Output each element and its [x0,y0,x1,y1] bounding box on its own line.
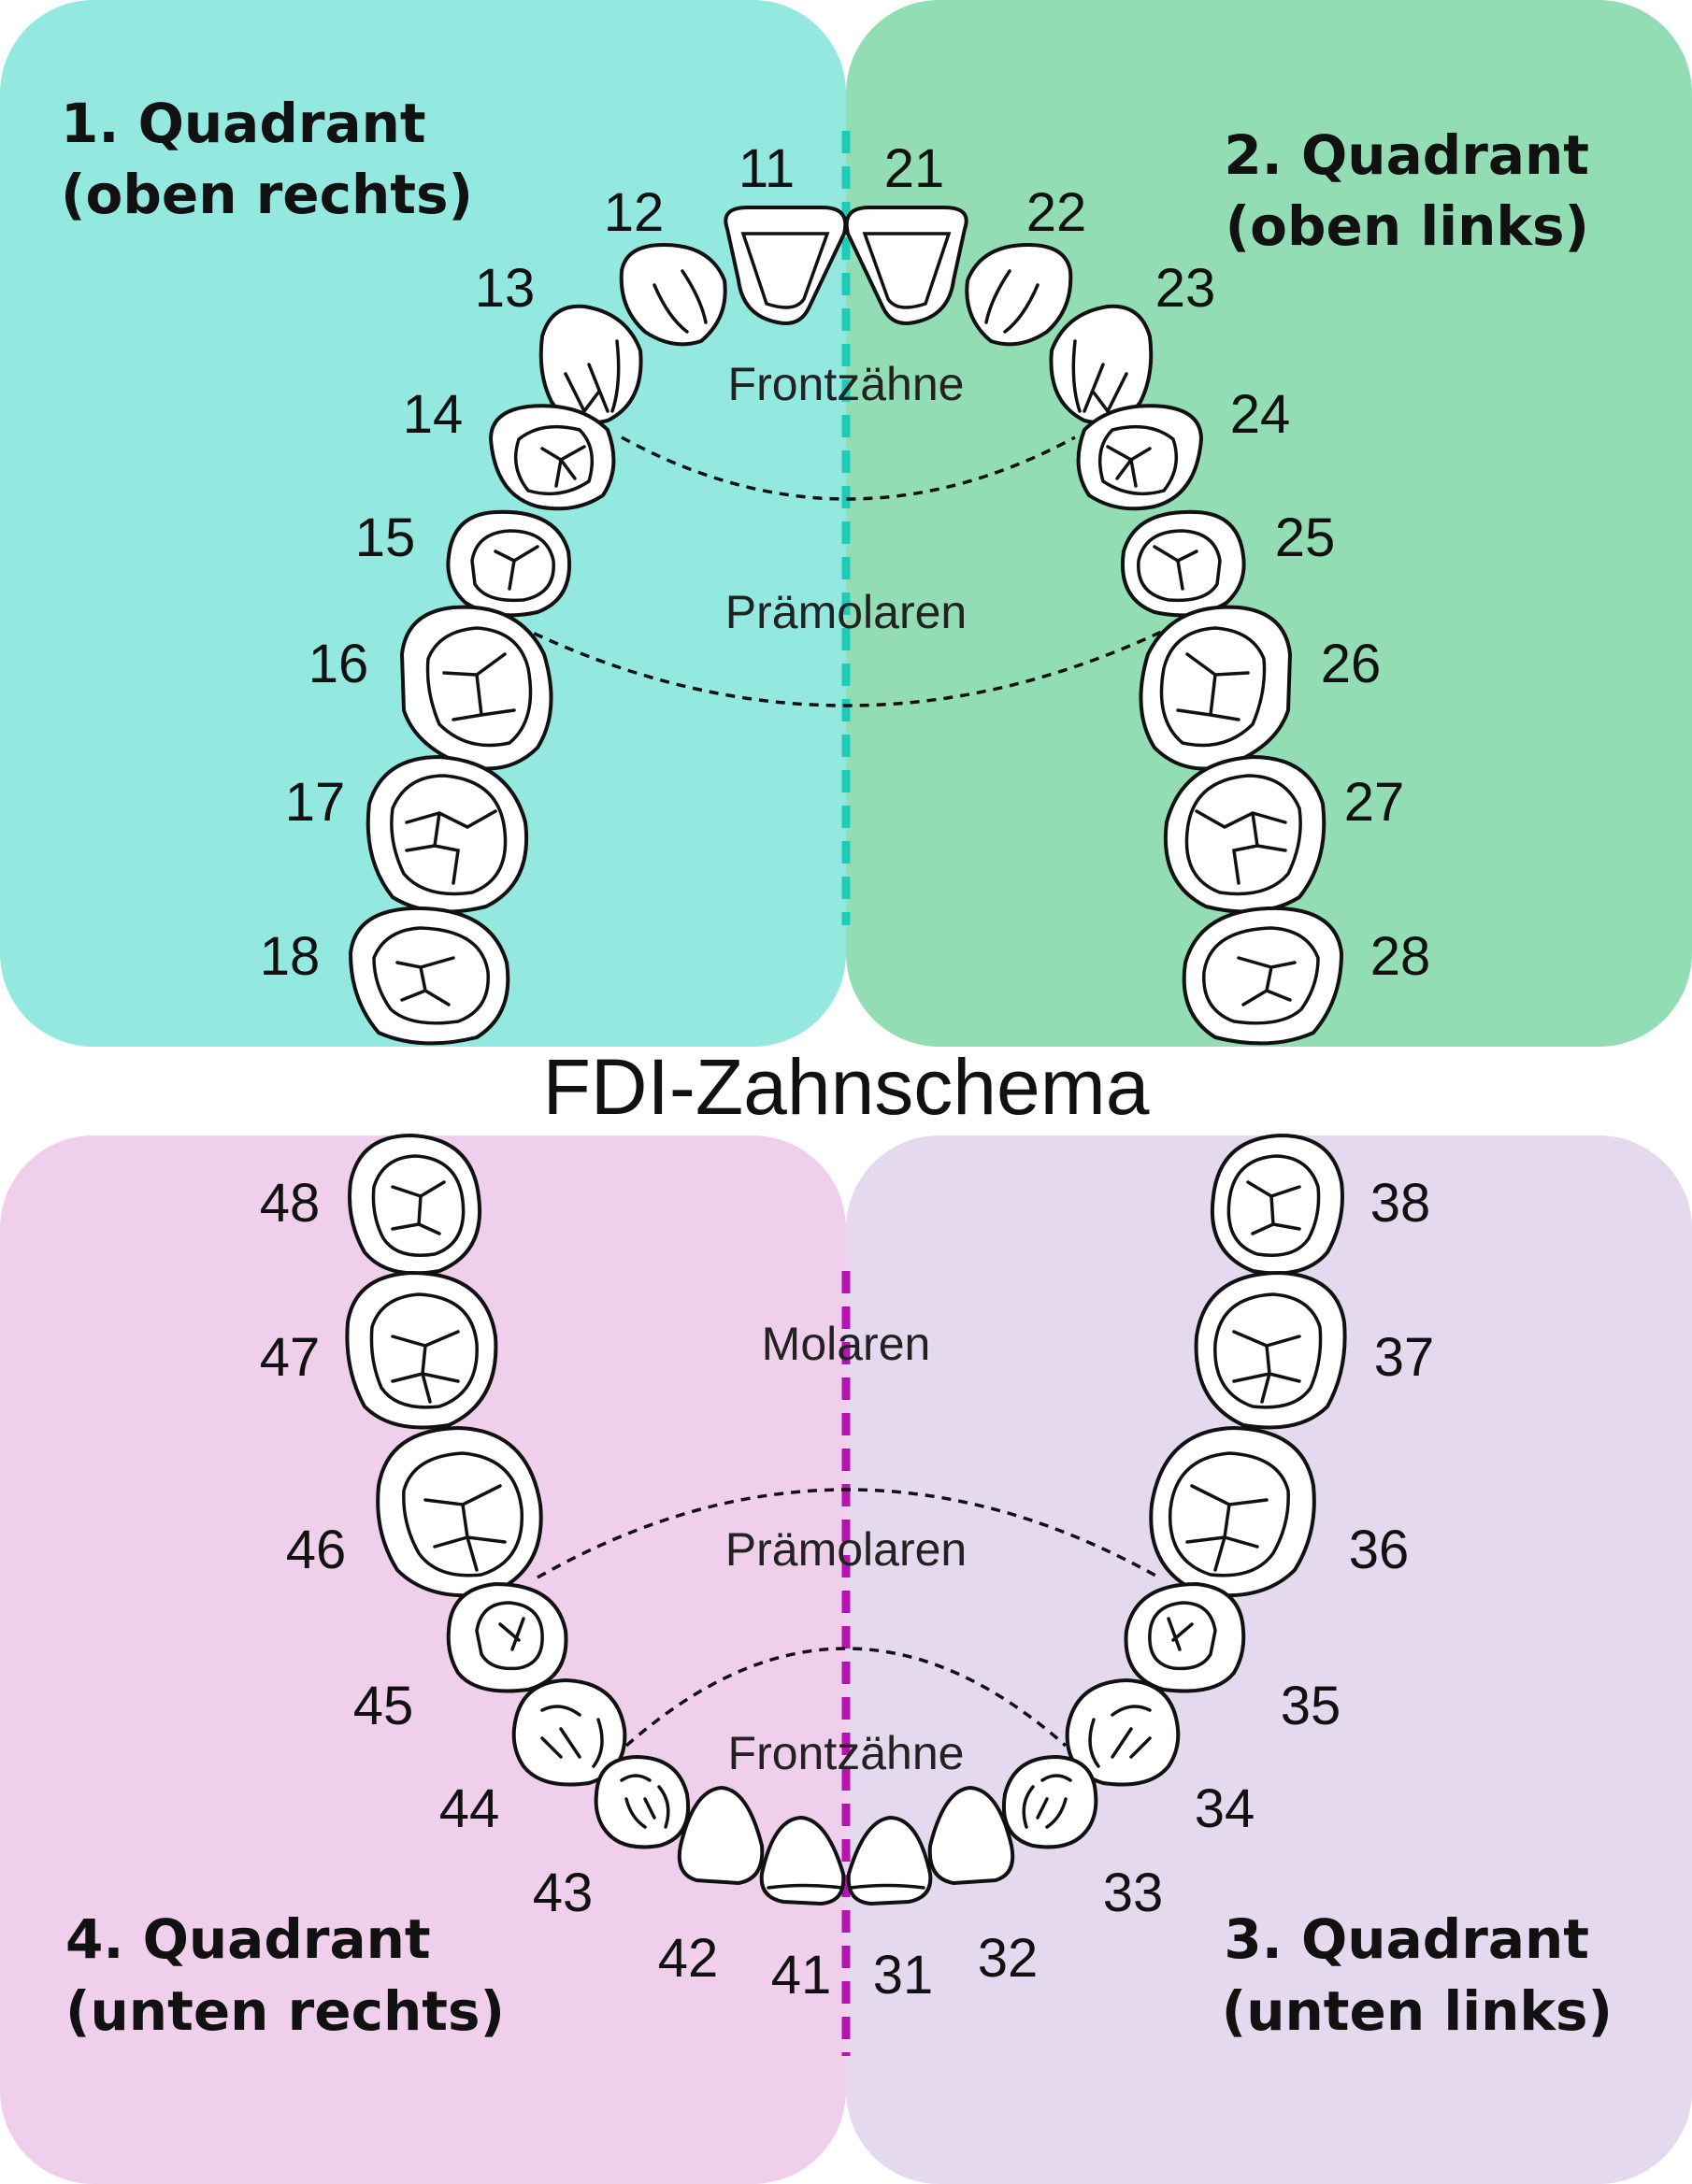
lower-frontzaehne-label: Frontzähne [728,1727,965,1779]
tooth-number-15: 15 [355,507,416,568]
tooth-number-45: 45 [353,1676,414,1736]
tooth-number-37: 37 [1374,1327,1435,1388]
tooth-number-12: 12 [604,182,665,243]
tooth-number-22: 22 [1026,182,1087,243]
tooth-number-17: 17 [285,772,346,833]
tooth-36 [1149,1425,1316,1598]
tooth-number-28: 28 [1370,926,1431,987]
tooth-number-34: 34 [1195,1778,1255,1839]
tooth-number-43: 43 [533,1863,594,1923]
tooth-number-13: 13 [475,258,536,319]
quadrant-3-panel [846,1135,1692,2184]
tooth-number-46: 46 [286,1520,347,1580]
quadrant-1-subtitle: (oben rechts) [61,163,473,226]
tooth-24 [1076,404,1204,511]
tooth-number-31: 31 [873,1945,934,2006]
tooth-number-35: 35 [1281,1676,1341,1736]
tooth-number-48: 48 [260,1173,321,1234]
tooth-number-25: 25 [1275,507,1336,568]
quadrant-3-subtitle: (unten links) [1222,1979,1613,2043]
quadrant-2-title: 2. Quadrant [1224,123,1589,187]
tooth-45 [446,1581,568,1693]
tooth-33 [1001,1754,1098,1849]
tooth-number-21: 21 [884,138,945,199]
quadrant-3-title: 3. Quadrant [1224,1907,1589,1971]
tooth-11 [724,206,848,325]
tooth-number-44: 44 [439,1778,500,1839]
tooth-31 [846,1815,933,1906]
upper-frontzaehne-label: Frontzähne [728,358,965,410]
main-title: FDI-Zahnschema [543,1043,1150,1131]
tooth-37 [1194,1270,1347,1430]
lower-molar-premolar-separator [537,1488,1160,1579]
lower-praemolaren-label: Prämolaren [725,1523,967,1576]
tooth-12 [619,242,727,347]
tooth-22 [965,242,1073,347]
tooth-25 [1121,509,1246,618]
tooth-number-42: 42 [658,1928,719,1989]
tooth-48 [348,1133,481,1276]
tooth-number-18: 18 [260,926,321,987]
tooth-number-26: 26 [1321,634,1382,694]
tooth-46 [376,1425,543,1598]
upper-praemolaren-label: Prämolaren [725,586,967,638]
tooth-number-36: 36 [1349,1520,1410,1580]
tooth-41 [759,1815,846,1906]
quadrant-4-subtitle: (unten rechts) [65,1979,505,2043]
tooth-number-27: 27 [1344,772,1405,833]
quadrant-1-title: 1. Quadrant [61,92,426,155]
tooth-38 [1211,1133,1344,1276]
quadrant-4-title: 4. Quadrant [65,1907,431,1971]
tooth-13 [538,304,643,425]
tooth-21 [844,206,968,325]
tooth-23 [1049,304,1154,425]
tooth-18 [348,906,510,1046]
upper-premolar-molar-separator [518,624,1174,707]
tooth-34 [1065,1677,1181,1787]
quadrant-4-panel [0,1135,846,2184]
quadrant-2-subtitle: (oben links) [1226,194,1589,258]
tooth-14 [488,404,616,511]
tooth-number-14: 14 [403,384,464,445]
tooth-47 [345,1270,498,1430]
tooth-15 [446,509,571,618]
tooth-27 [1164,754,1326,914]
tooth-28 [1182,906,1344,1046]
upper-front-premolar-separator [621,435,1076,501]
tooth-number-33: 33 [1103,1863,1164,1923]
tooth-number-41: 41 [771,1945,832,2006]
tooth-17 [366,754,528,914]
tooth-number-23: 23 [1155,258,1216,319]
tooth-32 [927,1785,1015,1886]
tooth-43 [594,1754,691,1849]
tooth-number-38: 38 [1370,1173,1431,1234]
tooth-number-24: 24 [1230,384,1291,445]
lower-premolar-front-separator [624,1647,1068,1748]
tooth-number-47: 47 [260,1327,321,1388]
tooth-number-32: 32 [978,1928,1039,1989]
tooth-number-11: 11 [738,138,795,199]
lower-molaren-label: Molaren [762,1318,931,1370]
tooth-44 [511,1677,627,1787]
tooth-35 [1124,1581,1246,1693]
tooth-42 [677,1785,765,1886]
tooth-number-16: 16 [308,634,369,694]
